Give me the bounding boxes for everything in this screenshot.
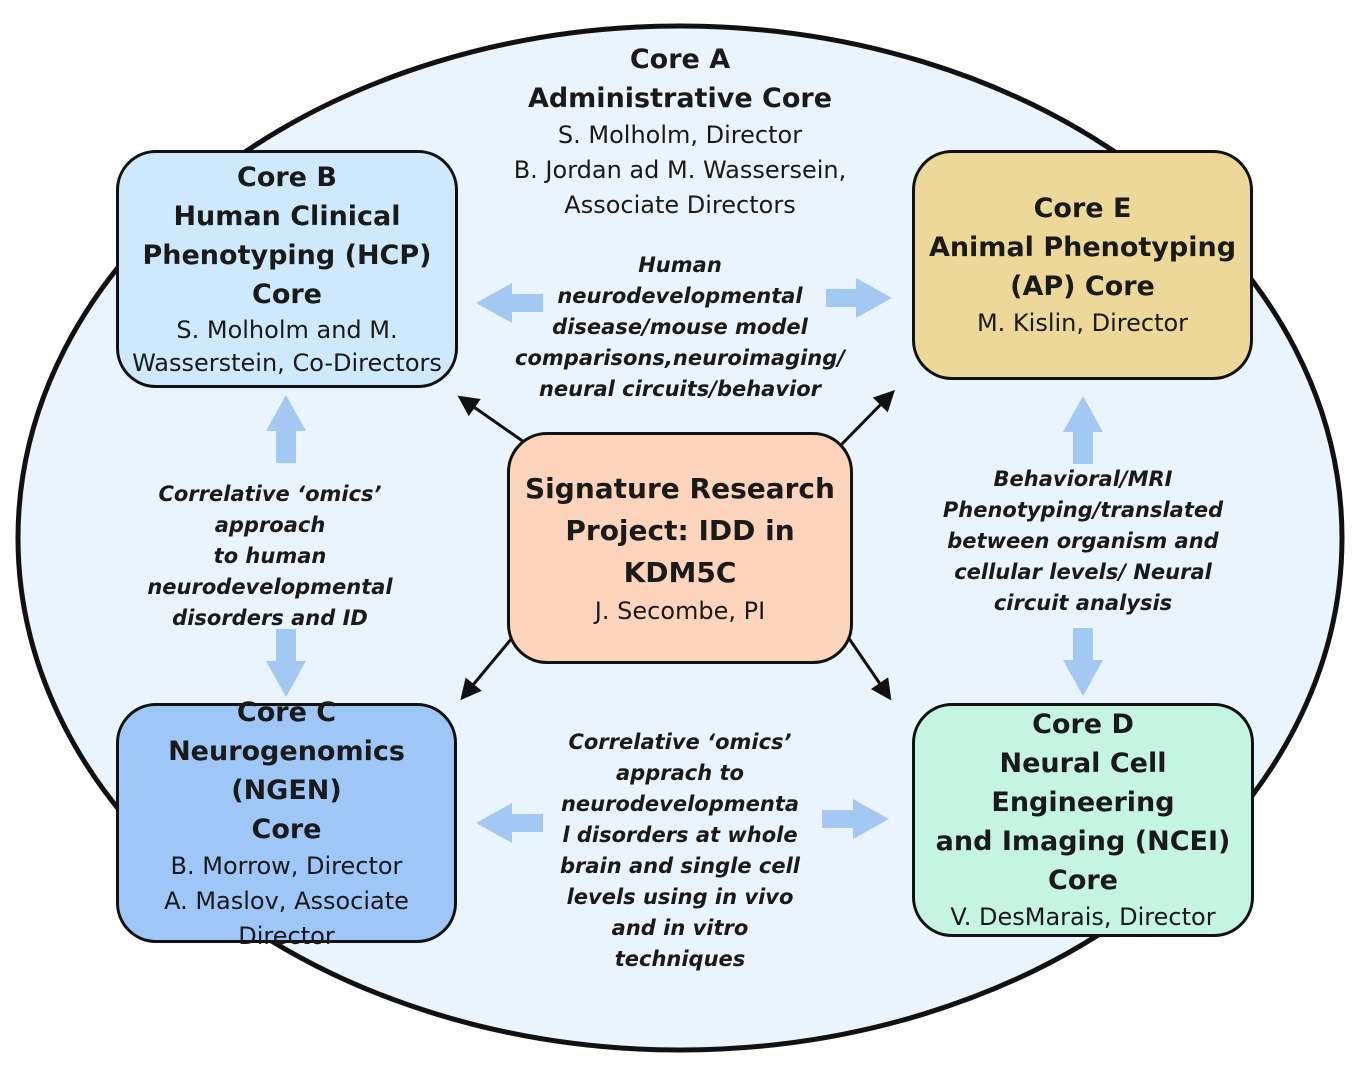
arrow-up-to-core-e [1063, 396, 1103, 464]
core-d-name-line: and Imaging (NCEI) [935, 826, 1231, 857]
label-line: levels using in vivo [566, 885, 794, 909]
label-line: circuit analysis [993, 591, 1173, 615]
core-d-box: Core D Neural Cell Engineering and Imagi… [912, 703, 1254, 937]
arrow-center-to-core-c [460, 637, 514, 701]
label-left-relation: Correlative ‘omics’ approach to human ne… [100, 479, 440, 634]
label-line: l disorders at whole [562, 823, 798, 847]
label-line: between organism and [947, 529, 1219, 553]
arrow-down-to-core-c [266, 629, 306, 697]
core-e-person-line: M. Kislin, Director [976, 309, 1189, 337]
core-b-person-line: Wasserstein, Co-Directors [132, 349, 442, 377]
core-d-title: Core D [1032, 709, 1134, 740]
core-e-name-line: (AP) Core [1010, 271, 1155, 302]
core-b-box: Core B Human Clinical Phenotyping (HCP) … [116, 150, 458, 388]
label-line: and in vitro [611, 916, 749, 940]
core-c-person-line: A. Maslov, Associate [164, 886, 409, 915]
label-line: cellular levels/ Neural [954, 560, 1212, 584]
signature-project-name-line: Signature Research [525, 471, 835, 505]
arrow-to-core-c [476, 803, 543, 843]
arrow-down-to-core-d [1063, 628, 1103, 696]
arrow-to-core-d [822, 799, 889, 839]
label-line: brain and single cell [559, 854, 800, 878]
core-e-name-line: Animal Phenotyping [928, 232, 1237, 263]
core-a-name: Administrative Core [527, 83, 833, 114]
core-a-person-line: Associate Directors [564, 191, 796, 219]
signature-project-name-line: Project: IDD in KDM5C [565, 513, 795, 589]
label-line: techniques [614, 947, 746, 971]
label-line: Correlative ‘omics’ approach [158, 482, 382, 537]
signature-project-box: Signature Research Project: IDD in KDM5C… [507, 432, 853, 664]
label-line: neurodevelopmenta [560, 792, 800, 816]
arrow-center-to-core-e [838, 390, 895, 448]
core-c-name-line: Neurogenomics (NGEN) [168, 735, 405, 806]
core-d-name-line: Core [1048, 865, 1118, 896]
label-line: Correlative ‘omics’ [568, 730, 792, 754]
label-top-relation: Human neurodevelopmental disease/mouse m… [510, 250, 850, 405]
label-bottom-relation: Correlative ‘omics’ apprach to neurodeve… [550, 727, 810, 975]
arrow-to-core-b [476, 283, 543, 323]
core-a-person-line: S. Molholm, Director [557, 121, 803, 149]
label-right-relation: Behavioral/MRI Phenotyping/translated be… [933, 464, 1233, 619]
label-line: to human [213, 544, 327, 568]
label-line: comparisons,neuroimaging/ [515, 346, 845, 370]
core-a-title: Core A [629, 44, 731, 75]
core-b-name-line: Core [252, 279, 322, 310]
core-a-person-line: B. Jordan ad M. Wassersein, [513, 156, 847, 184]
core-b-name-line: Phenotyping (HCP) [142, 240, 432, 271]
label-line: Human [638, 253, 722, 277]
label-line: neurodevelopmental [557, 284, 803, 308]
core-c-person-line: B. Morrow, Director [170, 851, 403, 880]
core-e-box: Core E Animal Phenotyping (AP) Core M. K… [912, 150, 1253, 380]
label-line: disease/mouse model [552, 315, 808, 339]
core-d-person-line: V. DesMarais, Director [950, 903, 1216, 931]
arrow-to-core-e [826, 278, 892, 318]
arrow-up-to-core-b [266, 395, 306, 463]
label-line: disorders and ID [172, 606, 368, 630]
core-c-person-line: Director [238, 921, 335, 950]
core-b-title: Core B [237, 162, 337, 193]
label-line: apprach to [616, 761, 744, 785]
label-line: Behavioral/MRI [993, 467, 1173, 491]
arrow-center-to-core-d [846, 636, 892, 701]
core-a: Core A Administrative Core S. Molholm, D… [460, 40, 900, 223]
core-c-name-line: Core [251, 813, 322, 845]
core-c-title: Core C [236, 696, 337, 728]
label-line: Phenotyping/translated [942, 498, 1224, 522]
core-b-name-line: Human Clinical [173, 201, 401, 232]
core-e-title: Core E [1033, 193, 1132, 224]
core-d-name-line: Neural Cell Engineering [991, 748, 1175, 818]
arrow-center-to-core-b [457, 395, 525, 444]
label-line: neurodevelopmental [147, 575, 393, 599]
core-c-box: Core C Neurogenomics (NGEN) Core B. Morr… [116, 697, 457, 950]
core-b-person-line: S. Molholm and M. [176, 316, 398, 344]
signature-project-pi: J. Secombe, PI [594, 596, 766, 625]
label-line: neural circuits/behavior [538, 377, 822, 401]
